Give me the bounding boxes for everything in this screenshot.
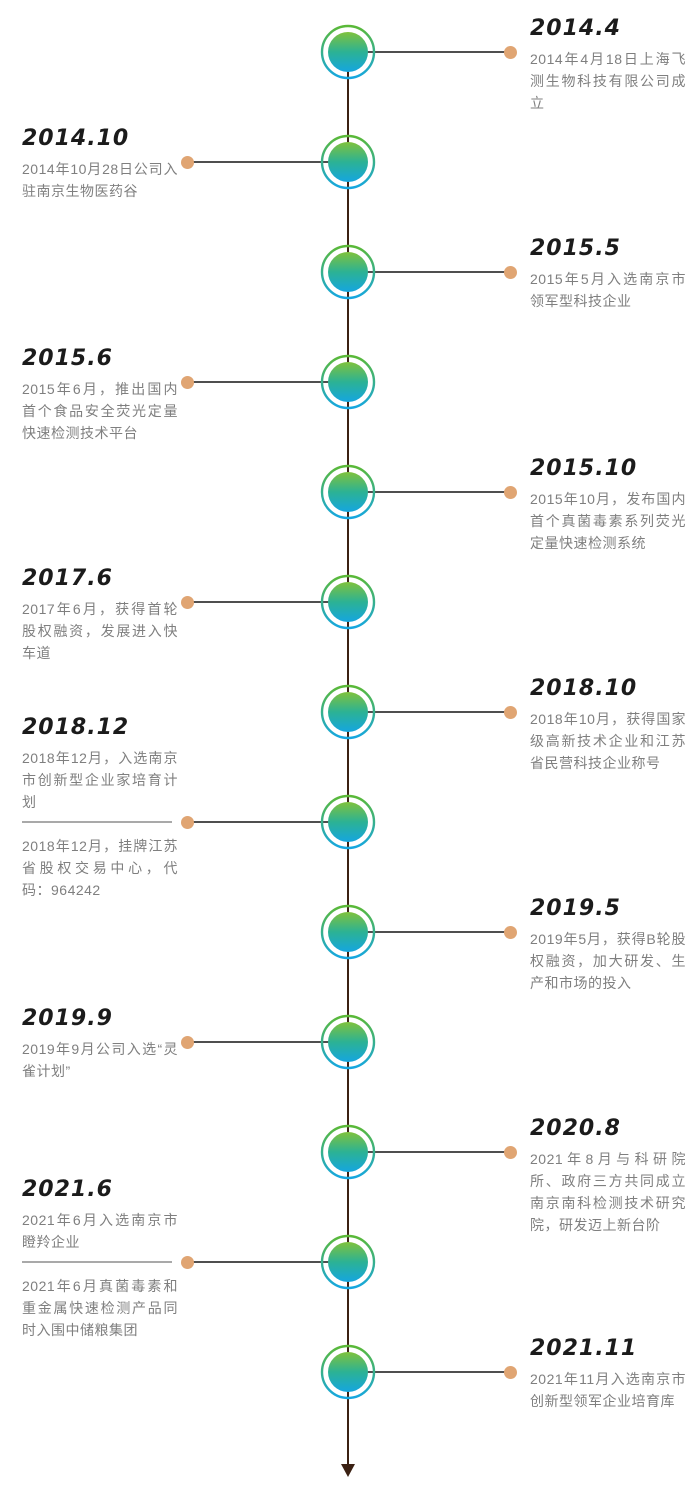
entry-text-block-secondary: 2018年12月，挂牌江苏省股权交易中心，代码：964242 — [22, 835, 178, 901]
entry-paragraph: 2019年5月，获得B轮股权融资，加大研发、生产和市场的投入 — [530, 931, 686, 991]
entry-date: 2020.8 — [530, 1116, 621, 1141]
connector-dot — [180, 1035, 194, 1049]
entry-date: 2014.10 — [22, 126, 130, 151]
connector-line — [348, 1151, 510, 1153]
entry-paragraph: 2021年6月入选南京市瞪羚企业 — [22, 1212, 178, 1250]
entry-paragraph: 2015年6月，推出国内首个食品安全荧光定量快速检测技术平台 — [22, 381, 178, 441]
connector-line — [348, 491, 510, 493]
entry-date: 2019.9 — [22, 1006, 113, 1031]
entry-paragraph: 2018年12月，挂牌江苏省股权交易中心，代码：964242 — [22, 838, 178, 898]
entry-date: 2015.10 — [530, 456, 638, 481]
connector-line — [348, 51, 510, 53]
entry-date: 2021.11 — [530, 1336, 638, 1361]
connector-dot — [180, 375, 194, 389]
entry-paragraph: 2014年4月18日上海飞测生物科技有限公司成立 — [530, 51, 686, 111]
entry-text-block: 2015.6 2015年6月，推出国内首个食品安全荧光定量快速检测技术平台 — [22, 344, 178, 444]
connector-line — [187, 161, 348, 163]
connector-dot — [180, 595, 194, 609]
entry-paragraph: 2015年10月，发布国内首个真菌毒素系列荧光定量快速检测系统 — [530, 491, 686, 551]
entry-paragraph: 2021年6月真菌毒素和重金属快速检测产品同时入围中储粮集团 — [22, 1278, 178, 1338]
entry-paragraph: 2021年11月入选南京市创新型领军企业培育库 — [530, 1371, 686, 1409]
entry-text-block: 2015.5 2015年5月入选南京市领军型科技企业 — [530, 234, 686, 312]
connector-dot — [180, 155, 194, 169]
connector-dot — [180, 815, 194, 829]
entry-date: 2019.5 — [530, 896, 621, 921]
entry-paragraph: 2019年9月公司入选“灵雀计划” — [22, 1041, 178, 1079]
connector-line — [187, 1041, 348, 1043]
connector-line — [187, 1261, 348, 1263]
entry-paragraph: 2015年5月入选南京市领军型科技企业 — [530, 271, 686, 309]
entry-paragraph: 2017年6月，获得首轮股权融资，发展进入快车道 — [22, 601, 178, 661]
entry-paragraph: 2014年10月28日公司入驻南京生物医药谷 — [22, 161, 178, 199]
entry-text-block: 2017.6 2017年6月，获得首轮股权融资，发展进入快车道 — [22, 564, 178, 664]
entry-text-block: 2020.8 2021年8月与科研院所、政府三方共同成立南京南科检测技术研究院，… — [530, 1114, 686, 1236]
connector-line — [348, 271, 510, 273]
entry-text-block: 2014.10 2014年10月28日公司入驻南京生物医药谷 — [22, 124, 178, 202]
connector-dot — [503, 265, 517, 279]
entry-date: 2014.4 — [530, 16, 621, 41]
connector-line — [348, 931, 510, 933]
entry-paragraph: 2018年12月，入选南京市创新型企业家培育计划 — [22, 750, 178, 810]
timeline-axis-line — [347, 52, 349, 1464]
connector-line — [187, 821, 348, 823]
entry-date: 2015.5 — [530, 236, 621, 261]
connector-line — [348, 711, 510, 713]
entry-text-block: 2021.11 2021年11月入选南京市创新型领军企业培育库 — [530, 1334, 686, 1412]
entry-date: 2018.10 — [530, 676, 638, 701]
timeline-arrow-icon — [341, 1464, 355, 1477]
connector-dot — [503, 925, 517, 939]
entry-text-block-secondary: 2021年6月真菌毒素和重金属快速检测产品同时入围中储粮集团 — [22, 1275, 178, 1341]
entry-date: 2018.12 — [22, 715, 130, 740]
entry-divider — [22, 821, 172, 823]
entry-text-block: 2015.10 2015年10月，发布国内首个真菌毒素系列荧光定量快速检测系统 — [530, 454, 686, 554]
entry-date: 2015.6 — [22, 346, 113, 371]
connector-line — [187, 601, 348, 603]
connector-dot — [503, 705, 517, 719]
entry-date: 2017.6 — [22, 566, 113, 591]
connector-dot — [503, 1145, 517, 1159]
entry-text-block: 2018.12 2018年12月，入选南京市创新型企业家培育计划 — [22, 713, 178, 813]
connector-line — [187, 381, 348, 383]
entry-text-block: 2021.6 2021年6月入选南京市瞪羚企业 — [22, 1175, 178, 1253]
connector-line — [348, 1371, 510, 1373]
entry-paragraph: 2018年10月，获得国家级高新技术企业和江苏省民营科技企业称号 — [530, 711, 686, 771]
connector-dot — [503, 485, 517, 499]
entry-paragraph: 2021年8月与科研院所、政府三方共同成立南京南科检测技术研究院，研发迈上新台阶 — [530, 1151, 686, 1233]
connector-dot — [503, 1365, 517, 1379]
entry-text-block: 2014.4 2014年4月18日上海飞测生物科技有限公司成立 — [530, 14, 686, 114]
entry-divider — [22, 1261, 172, 1263]
connector-dot — [503, 45, 517, 59]
entry-text-block: 2019.9 2019年9月公司入选“灵雀计划” — [22, 1004, 178, 1082]
connector-dot — [180, 1255, 194, 1269]
entry-text-block: 2019.5 2019年5月，获得B轮股权融资，加大研发、生产和市场的投入 — [530, 894, 686, 994]
entry-text-block: 2018.10 2018年10月，获得国家级高新技术企业和江苏省民营科技企业称号 — [530, 674, 686, 774]
entry-date: 2021.6 — [22, 1177, 113, 1202]
